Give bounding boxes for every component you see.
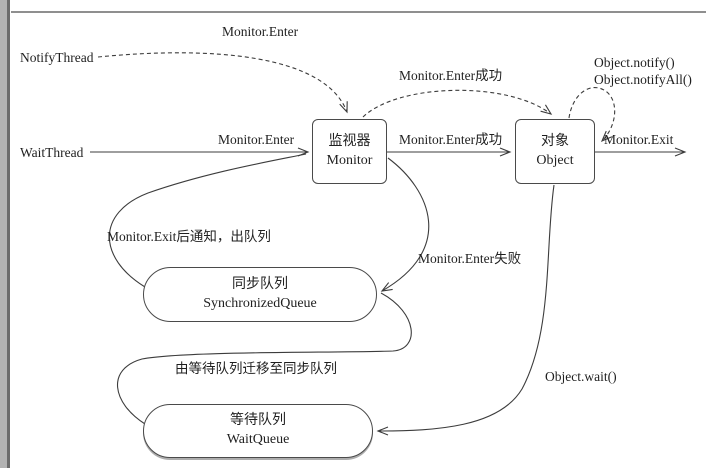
label-enter-success-dashed: Monitor.Enter成功 xyxy=(399,68,503,83)
label-wait-monitor-enter: Monitor.Enter xyxy=(218,132,295,147)
node-object-label-cn: 对象 xyxy=(541,133,569,149)
label-enter-fail: Monitor.Enter失败 xyxy=(418,251,522,266)
label-notify-thread: NotifyThread xyxy=(20,50,94,65)
node-monitor: 监视器 Monitor xyxy=(312,119,387,184)
label-object-notify: Object.notify() Object.notifyAll() xyxy=(594,54,692,88)
page-frame-top-rule xyxy=(11,11,706,13)
label-enter-success-solid: Monitor.Enter成功 xyxy=(399,132,503,147)
edge-enter-success-top-line xyxy=(362,89,553,118)
label-exit-notify-dequeue: Monitor.Exit后通知，出队列 xyxy=(107,229,271,244)
node-object: 对象 Object xyxy=(515,119,595,184)
node-syncqueue-label-cn: 同步队列 xyxy=(232,276,288,292)
edge-notify-enter-line xyxy=(97,52,348,114)
label-notify-monitor-enter: Monitor.Enter xyxy=(222,24,299,39)
node-monitor-label-en: Monitor xyxy=(326,152,373,168)
node-synchronized-queue: 同步队列 SynchronizedQueue xyxy=(143,267,377,322)
page-frame-left-outer xyxy=(0,0,7,468)
label-object-notify-line2: Object.notifyAll() xyxy=(594,72,692,87)
edge-object-wait-line xyxy=(376,184,555,436)
node-waitqueue-label-en: WaitQueue xyxy=(226,432,290,447)
page-frame-left-inner xyxy=(7,0,10,468)
edge-transfer-line xyxy=(116,292,412,425)
node-object-label-en: Object xyxy=(536,152,574,168)
label-monitor-exit: Monitor.Exit xyxy=(604,132,674,147)
node-wait-queue: 等待队列 WaitQueue xyxy=(143,404,373,458)
node-syncqueue-label-en: SynchronizedQueue xyxy=(203,295,317,311)
node-monitor-label-cn: 监视器 xyxy=(328,133,371,149)
edge-object-notify-loop xyxy=(568,87,616,143)
label-queue-transfer: 由等待队列迁移至同步队列 xyxy=(175,361,337,376)
edge-exit-dequeue-line xyxy=(109,153,307,288)
label-object-wait: Object.wait() xyxy=(545,369,617,384)
edge-enter-fail-line xyxy=(380,157,430,292)
label-object-notify-line1: Object.notify() xyxy=(594,55,675,70)
label-wait-thread: WaitThread xyxy=(20,145,84,160)
node-waitqueue-label-cn: 等待队列 xyxy=(230,413,286,429)
